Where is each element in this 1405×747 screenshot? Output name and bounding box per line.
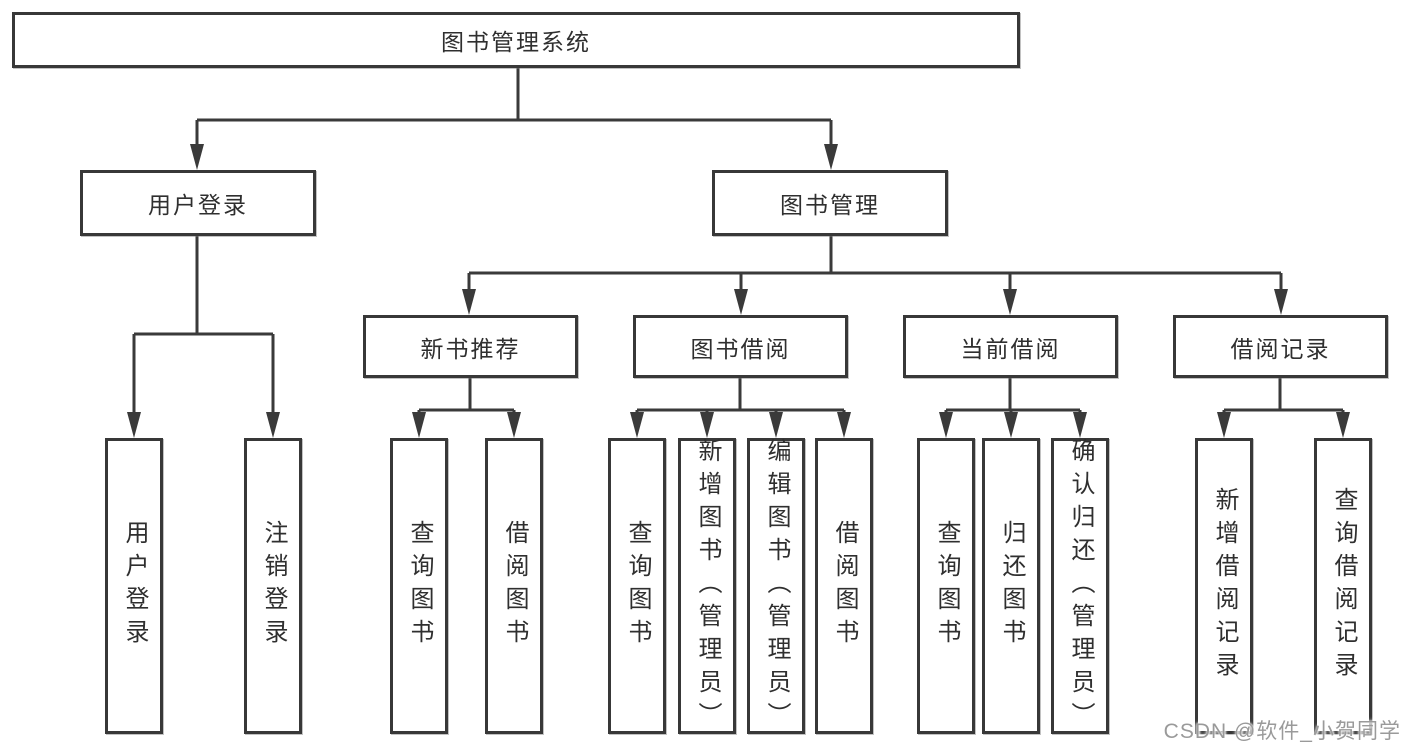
arrowhead [462, 289, 476, 315]
arrowhead [1073, 412, 1087, 438]
leaf-query-borrow-record: 查询借阅记录 [1314, 438, 1372, 734]
node-library-management-system: 图书管理系统 [12, 12, 1020, 68]
connector-book-management [467, 236, 1283, 292]
leaf-confirm-return-admin: 确认归还（管理员） [1051, 437, 1109, 735]
arrowhead [507, 412, 521, 438]
arrowhead [734, 289, 748, 315]
arrowhead [266, 412, 280, 438]
node-label: 新增图书（管理员） [694, 437, 721, 735]
connector-current-borrowing [944, 378, 1082, 415]
connector-new-book-recommend [417, 378, 516, 415]
node-user-login: 用户登录 [80, 170, 316, 236]
leaf-borrow-books: 借阅图书 [815, 438, 873, 734]
leaf-query-books: 查询图书 [390, 438, 448, 734]
watermark: CSDN @软件_小贺同学 [1163, 720, 1401, 743]
node-label: 新书推荐 [420, 335, 521, 362]
connector-borrowing-records [1222, 378, 1345, 415]
arrowhead [1336, 412, 1350, 438]
node-label: 注销登录 [260, 520, 287, 652]
arrowhead [190, 144, 204, 170]
node-label: 当前借阅 [960, 335, 1061, 362]
leaf-edit-books-admin: 编辑图书（管理员） [747, 437, 805, 735]
node-label: 图书管理系统 [441, 29, 591, 55]
node-label: 用户登录 [121, 520, 148, 652]
arrowhead [837, 412, 851, 438]
node-book-management: 图书管理 [712, 170, 948, 236]
node-label: 借阅图书 [501, 520, 528, 652]
node-label: 查询借阅记录 [1330, 487, 1357, 685]
arrowhead [1004, 412, 1018, 438]
arrowhead [939, 412, 953, 438]
node-label: 新增借阅记录 [1211, 487, 1238, 685]
node-book-borrowing: 图书借阅 [633, 315, 848, 378]
arrowhead [1217, 412, 1231, 438]
arrowhead [769, 412, 783, 438]
connector-book-borrowing [635, 378, 846, 415]
connector-user-login [132, 236, 275, 415]
node-label: 查询图书 [406, 520, 433, 652]
leaf-query-books: 查询图书 [917, 438, 975, 734]
node-label: 确认归还（管理员） [1067, 437, 1094, 735]
leaf-logout-login: 注销登录 [244, 438, 302, 734]
node-label: 借阅图书 [831, 520, 858, 652]
arrowhead [127, 412, 141, 438]
node-label: 归还图书 [998, 520, 1025, 652]
node-label: 查询图书 [933, 520, 960, 652]
leaf-add-borrow-record: 新增借阅记录 [1195, 438, 1253, 734]
node-label: 编辑图书（管理员） [763, 437, 790, 735]
node-label: 图书借阅 [690, 335, 791, 362]
leaf-return-books: 归还图书 [982, 438, 1040, 734]
leaf-add-books-admin: 新增图书（管理员） [678, 437, 736, 735]
node-label: 图书管理 [780, 192, 880, 218]
arrowhead [824, 144, 838, 170]
node-label: 用户登录 [148, 192, 248, 218]
node-new-book-recommend: 新书推荐 [363, 315, 578, 378]
leaf-user-login: 用户登录 [105, 438, 163, 734]
leaf-borrow-books: 借阅图书 [485, 438, 543, 734]
node-label: 查询图书 [624, 520, 651, 652]
arrowhead [412, 412, 426, 438]
node-current-borrowing: 当前借阅 [903, 315, 1118, 378]
arrowhead [1274, 289, 1288, 315]
connector-root [195, 68, 833, 147]
arrowhead [630, 412, 644, 438]
node-label: 借阅记录 [1230, 335, 1331, 362]
arrowhead [1003, 289, 1017, 315]
leaf-query-books: 查询图书 [608, 438, 666, 734]
arrowhead [700, 412, 714, 438]
node-borrowing-records: 借阅记录 [1173, 315, 1388, 378]
